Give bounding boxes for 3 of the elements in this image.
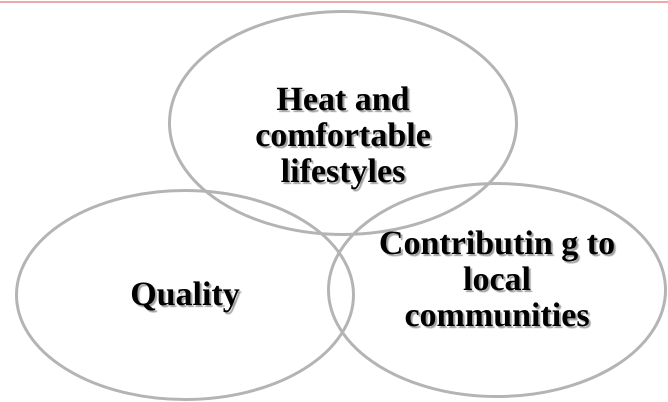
circle-label: Contributin g to local communities bbox=[378, 226, 616, 334]
circle-label: Heat and comfortable lifestyles bbox=[254, 82, 432, 190]
circle-label: Quality bbox=[129, 277, 241, 313]
